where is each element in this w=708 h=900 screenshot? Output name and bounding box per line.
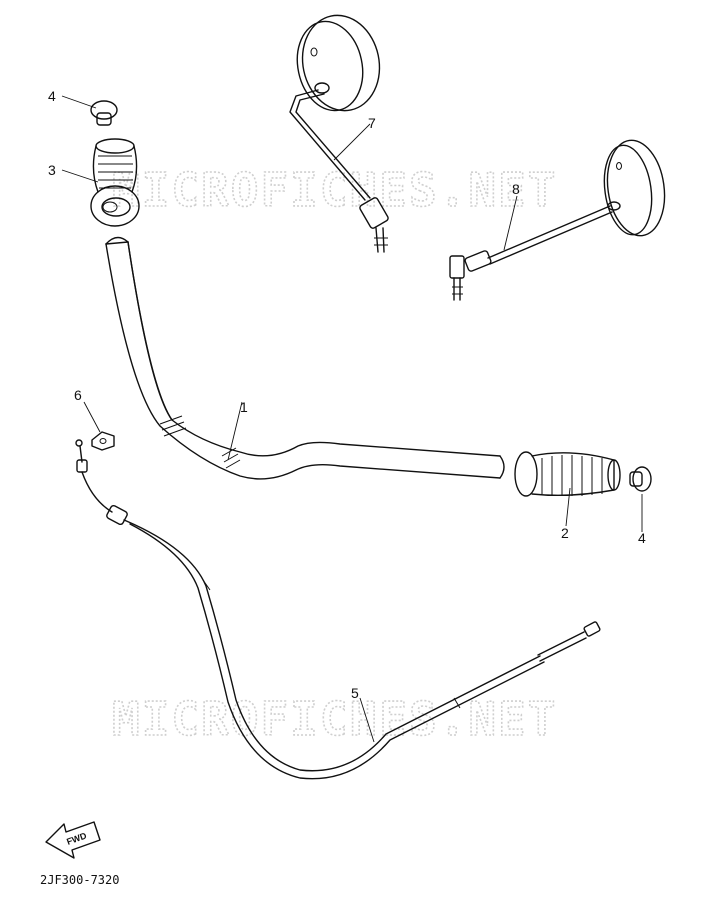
leader-lines [61, 95, 643, 743]
mirror-8 [449, 139, 666, 301]
part-code: 2JF300-7320 [40, 873, 119, 887]
grip-3 [90, 138, 140, 227]
callout-6: 6 [74, 387, 82, 403]
callout-1: 1 [240, 399, 248, 415]
callout-2: 2 [561, 525, 569, 541]
grip-end-4-lower [629, 466, 652, 492]
forward-arrow-icon: FWD [45, 821, 101, 859]
watermark-bottom: MICROFICHES.NET [112, 692, 557, 746]
grip-2 [514, 451, 621, 497]
callout-4-lower: 4 [638, 530, 646, 546]
throttle-cable-5 [75, 439, 601, 780]
mirror-7 [289, 14, 389, 253]
callout-4-upper: 4 [48, 88, 56, 104]
forward-arrow-label: FWD [65, 830, 88, 847]
clamp-6 [91, 431, 115, 451]
callout-5: 5 [351, 685, 359, 701]
callout-7: 7 [368, 115, 376, 131]
grip-end-4-upper [90, 100, 118, 126]
watermark-top: MICROFICHES.NET [112, 163, 557, 217]
callout-3: 3 [48, 162, 56, 178]
handlebar-1 [105, 236, 505, 480]
callout-8: 8 [512, 181, 520, 197]
